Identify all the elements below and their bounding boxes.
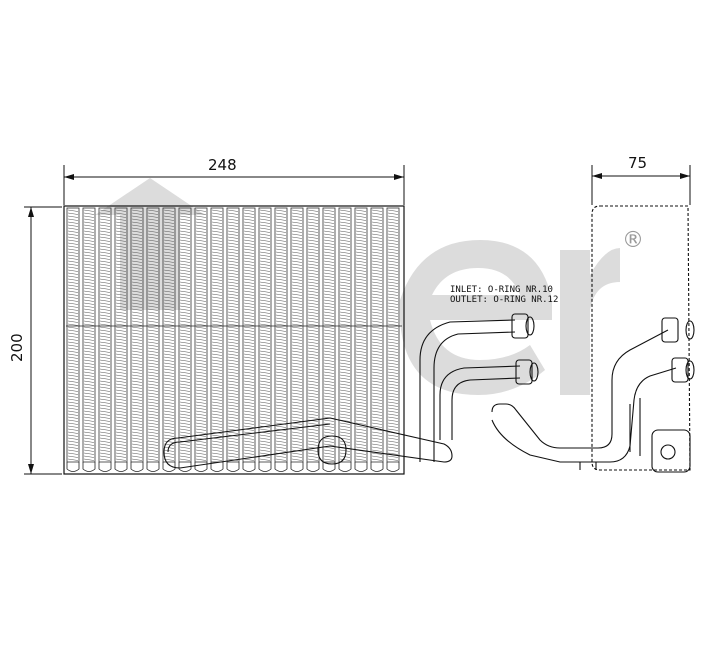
fin-column	[258, 207, 272, 472]
dimension-height	[24, 206, 62, 475]
fin-column	[162, 207, 176, 472]
registered-mark: ®	[622, 228, 644, 253]
side-view	[491, 205, 695, 473]
fin-column	[306, 207, 320, 472]
core-frame	[63, 205, 405, 475]
fin-column	[82, 207, 96, 472]
fin-column	[130, 207, 144, 472]
fin-column	[98, 207, 112, 472]
fin-column	[338, 207, 352, 472]
fin-column	[194, 207, 208, 472]
fin-column	[146, 207, 160, 472]
fin-column	[114, 207, 128, 472]
dimension-depth	[591, 165, 691, 205]
lower-header	[163, 417, 453, 469]
fin-column	[354, 207, 368, 472]
fin-column	[274, 207, 288, 472]
core-fins	[66, 207, 402, 472]
fin-column	[290, 207, 304, 472]
outlet-note: OUTLET: O-RING NR.12	[450, 295, 558, 305]
dimension-depth-label: 75	[628, 154, 647, 172]
inlet-note: INLET: O-RING NR.10	[450, 285, 553, 295]
fin-column	[370, 207, 384, 472]
fin-column	[322, 207, 336, 472]
fin-column	[226, 207, 240, 472]
fin-column	[242, 207, 256, 472]
dimension-width-label: 248	[208, 156, 237, 174]
fin-column	[178, 207, 192, 472]
dimension-height-label: 200	[8, 333, 26, 362]
dimension-width	[63, 165, 405, 205]
fin-column	[66, 207, 80, 472]
front-pipes	[419, 313, 539, 462]
